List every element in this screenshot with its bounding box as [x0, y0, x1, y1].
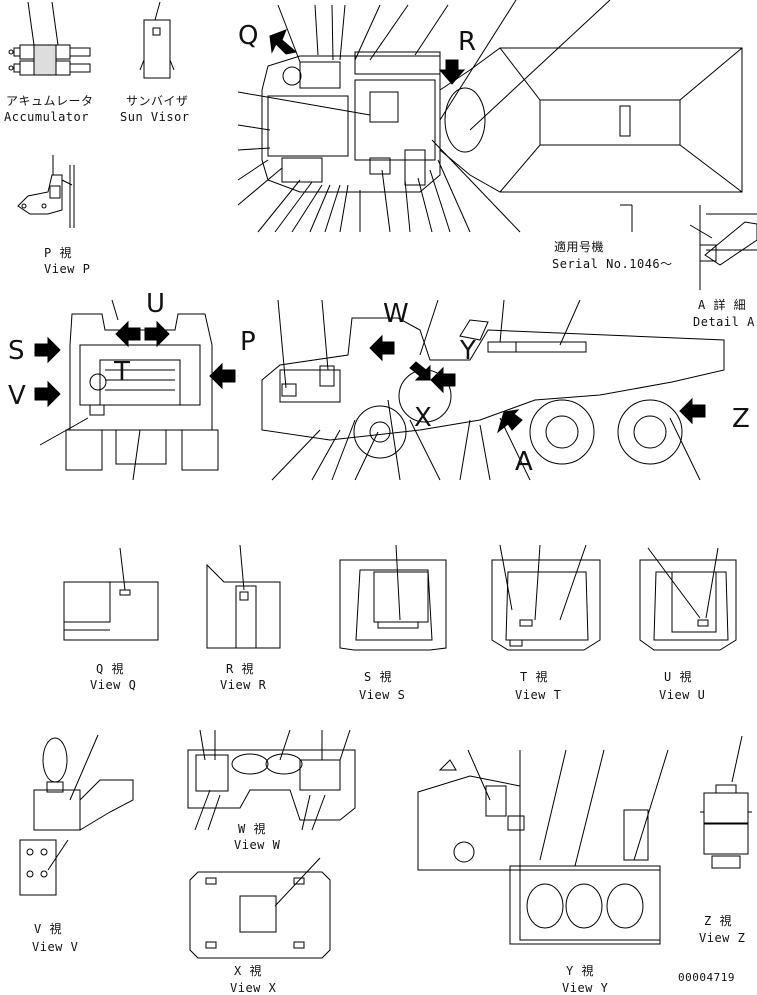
view-w-label-en: View W	[234, 838, 281, 852]
view-p-label-en: View P	[44, 262, 91, 276]
view-w-label-jp: W 視	[238, 822, 266, 836]
accumulator-label-jp: アキュムレータ	[6, 94, 94, 108]
view-y-label-jp: Y 視	[566, 964, 594, 978]
view-x-drawing	[189, 857, 331, 959]
drawing-number: 00004719	[678, 971, 735, 984]
view-w-drawing	[187, 729, 356, 831]
view-q-drawing	[63, 547, 159, 641]
detail-a-drawing	[620, 204, 757, 290]
view-z-label-jp: Z 視	[704, 914, 732, 928]
sun-visor-label-jp: サンバイザ	[126, 94, 189, 108]
view-v-drawing	[19, 734, 134, 896]
view-t-label-en: View T	[515, 688, 562, 702]
view-x-label-jp: X 視	[234, 964, 262, 978]
serial-label-en: Serial No.1046～	[552, 257, 673, 271]
view-v-label-jp: V 視	[34, 922, 62, 936]
view-u-drawing	[639, 547, 737, 651]
view-z-label-en: View Z	[699, 931, 746, 945]
view-t-drawing	[491, 544, 601, 651]
letter-v: V	[8, 381, 26, 411]
letter-w: W	[383, 299, 409, 329]
view-x-label-en: View X	[230, 981, 277, 995]
accumulator-label-en: Accumulator	[4, 110, 89, 124]
view-y-label-en: View Y	[562, 981, 609, 995]
view-v-label-en: View V	[32, 940, 79, 954]
view-q-label-jp: Q 視	[96, 662, 124, 676]
letter-a: A	[515, 447, 533, 477]
detail-a-label-en: Detail A	[693, 315, 755, 329]
letter-t: T	[114, 357, 130, 387]
letter-q: Q	[238, 21, 259, 51]
view-p-drawing	[17, 155, 75, 228]
front-view-truck	[34, 299, 236, 481]
view-s-drawing	[339, 544, 447, 651]
view-z-drawing	[700, 735, 752, 869]
accumulator-drawing	[8, 1, 91, 76]
view-s-label-en: View S	[359, 688, 406, 702]
sun-visor-label-en: Sun Visor	[120, 110, 190, 124]
letter-r: R	[458, 27, 477, 57]
side-view-truck	[261, 299, 725, 481]
letter-z: Z	[732, 404, 750, 434]
letter-s: S	[8, 336, 25, 366]
detail-a-label-jp: A 詳 細	[698, 298, 747, 312]
serial-label-jp: 適用号機	[554, 240, 605, 254]
view-p-label-jp: P 視	[44, 246, 72, 260]
view-r-label-en: View R	[220, 678, 267, 692]
sun-visor-drawing	[139, 1, 175, 79]
view-s-label-jp: S 視	[364, 670, 392, 684]
view-r-label-jp: R 視	[226, 662, 254, 676]
view-q-label-en: View Q	[90, 678, 137, 692]
view-u-label-jp: U 視	[664, 670, 692, 684]
letter-u: U	[146, 289, 166, 319]
view-u-label-en: View U	[659, 688, 706, 702]
top-view-truck	[237, 0, 743, 233]
view-y-drawing	[417, 749, 669, 945]
view-r-drawing	[206, 544, 281, 649]
letter-x: X	[414, 403, 432, 433]
letter-p: P	[240, 327, 256, 357]
letter-y: Y	[460, 336, 476, 366]
view-t-label-jp: T 視	[520, 670, 548, 684]
